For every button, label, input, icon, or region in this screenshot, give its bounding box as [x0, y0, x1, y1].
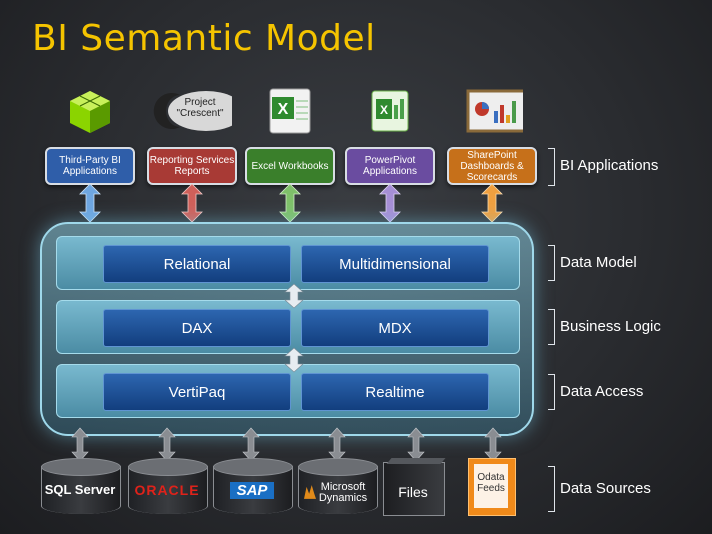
- mdx-block: MDX: [301, 309, 489, 347]
- source-sap: SAP: [213, 458, 293, 520]
- app-label: Third-Party BI Applications: [45, 147, 135, 185]
- svg-text:X: X: [380, 103, 388, 117]
- source-oracle: ORACLE: [128, 458, 208, 520]
- app-label: PowerPivot Applications: [345, 147, 435, 185]
- app-label: SharePoint Dashboards & Scorecards: [447, 147, 537, 185]
- files-box-top: [386, 458, 446, 464]
- dynamics-logo-icon: [304, 485, 316, 499]
- business-logic-row: DAX MDX: [56, 300, 520, 354]
- svg-text:X: X: [278, 101, 289, 118]
- files-icon: Files: [398, 484, 428, 500]
- app-excel-workbooks: X Excel Workbooks: [245, 88, 335, 185]
- vertipaq-block: VertiPaq: [103, 373, 291, 411]
- realtime-block: Realtime: [301, 373, 489, 411]
- sharepoint-dashboard-icon: [466, 89, 523, 133]
- crescent-icon-text: Project "Crescent": [176, 97, 224, 119]
- source-microsoft-dynamics: Microsoft Dynamics: [298, 458, 378, 520]
- data-access-label: Data Access: [560, 383, 644, 400]
- source-odata-feeds: Odata Feeds: [468, 458, 518, 520]
- cylinder-top: [128, 458, 208, 476]
- app-powerpivot: X PowerPivot Applications: [345, 90, 435, 185]
- excel-icon: X: [269, 88, 311, 134]
- data-sources-bracket: [548, 466, 555, 512]
- oracle-icon: ORACLE: [134, 482, 200, 498]
- powerpivot-icon: X: [371, 90, 409, 132]
- data-model-label: Data Model: [560, 254, 637, 271]
- dax-block: DAX: [103, 309, 291, 347]
- business-logic-label: Business Logic: [560, 318, 661, 335]
- cylinder-top: [213, 458, 293, 476]
- multidimensional-block: Multidimensional: [301, 245, 489, 283]
- data-model-bracket: [548, 245, 555, 281]
- data-model-row: Relational Multidimensional: [56, 236, 520, 290]
- app-sharepoint-dashboards: SharePoint Dashboards & Scorecards: [447, 89, 537, 185]
- bi-applications-bracket: [548, 148, 555, 186]
- files-box-icon: [383, 462, 445, 516]
- cylinder-top: [41, 458, 121, 476]
- bi-applications-label: BI Applications: [560, 157, 659, 174]
- sap-icon: SAP: [230, 482, 274, 499]
- source-files: Files: [383, 458, 447, 520]
- semantic-model-container: Relational Multidimensional DAX MDX Vert…: [40, 222, 534, 436]
- app-label: Reporting Services Reports: [147, 147, 237, 185]
- source-sql-server: SQL Server: [41, 458, 121, 520]
- data-sources-label: Data Sources: [560, 480, 651, 497]
- odata-feeds-icon: Odata Feeds: [477, 472, 505, 494]
- relational-block: Relational: [103, 245, 291, 283]
- layer-connector-arrows: [284, 283, 304, 373]
- app-third-party-bi: Third-Party BI Applications: [45, 91, 135, 185]
- cylinder-top: [298, 458, 378, 476]
- bidirectional-arrow-icon: [79, 183, 503, 223]
- business-logic-bracket: [548, 309, 555, 345]
- data-access-row: VertiPaq Realtime: [56, 364, 520, 418]
- page-title: BI Semantic Model: [32, 18, 376, 59]
- sql-server-icon: SQL Server: [44, 482, 116, 497]
- odata-feeds-doc: [474, 464, 508, 508]
- app-label: Excel Workbooks: [245, 147, 335, 185]
- app-reporting-services: Project "Crescent" Reporting Services Re…: [147, 91, 237, 185]
- crescent-icon: [153, 91, 232, 131]
- cube-icon: [70, 91, 110, 133]
- data-access-bracket: [548, 374, 555, 410]
- microsoft-dynamics-icon: Microsoft Dynamics: [318, 481, 368, 504]
